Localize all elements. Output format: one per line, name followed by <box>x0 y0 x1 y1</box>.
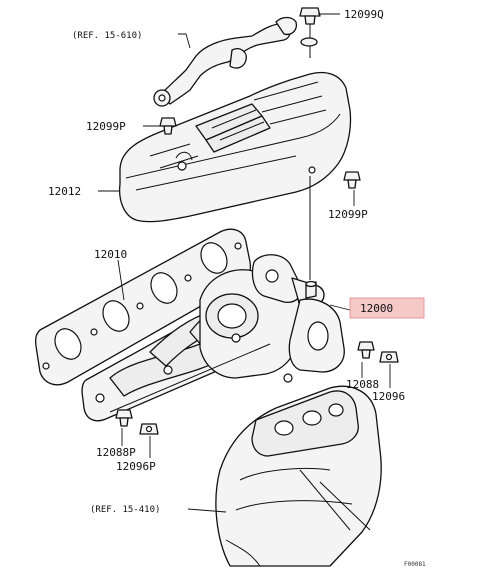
engine-head-reference <box>215 385 382 567</box>
label-12096p: 12096P <box>116 460 156 473</box>
label-12012: 12012 <box>48 185 81 198</box>
nut-12088p <box>115 409 133 427</box>
gasket-12010 <box>34 228 252 386</box>
washer-12096 <box>379 351 399 363</box>
heat-shield-12012 <box>118 71 352 223</box>
highlight-12000 <box>349 297 425 319</box>
label-ref-15-410: (REF. 15-410) <box>90 505 160 515</box>
leader-lines <box>98 13 391 513</box>
label-ref-15-610: (REF. 15-610) <box>72 31 142 41</box>
label-12088: 12088 <box>346 378 379 391</box>
label-12010: 12010 <box>94 248 127 261</box>
upper-tube-bracket <box>153 16 298 107</box>
bolt-12099p-right <box>343 171 361 189</box>
label-12099p-right: 12099P <box>328 208 368 221</box>
label-12099q: 12099Q <box>344 8 384 21</box>
label-12088p: 12088P <box>96 446 136 459</box>
label-12099p-left: 12099P <box>86 120 126 133</box>
label-12096: 12096 <box>372 390 405 403</box>
washer-12096p <box>139 423 159 435</box>
figure-code: F00081 <box>404 561 426 568</box>
bolt-12099q <box>299 7 321 58</box>
label-12000: 12000 <box>360 302 393 315</box>
exhaust-manifold-12000 <box>81 254 345 422</box>
nut-12088 <box>357 341 375 359</box>
bolt-12099p-left <box>159 117 177 135</box>
